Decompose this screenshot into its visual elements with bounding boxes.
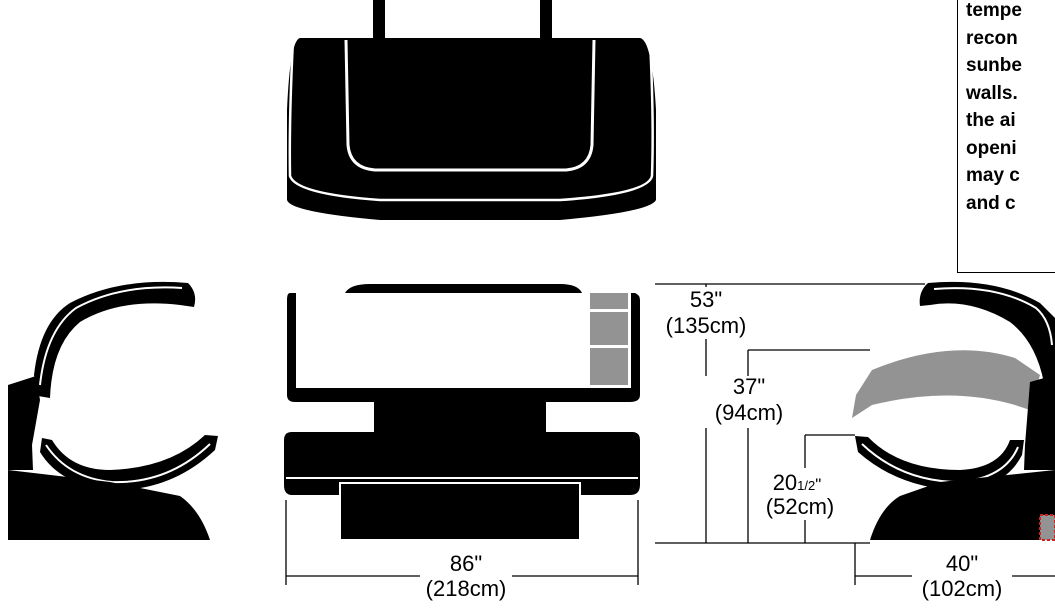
height-open-inches: 37" bbox=[733, 374, 765, 399]
height-open-cm: (94cm) bbox=[715, 400, 783, 425]
depth-cm: (102cm) bbox=[922, 576, 1003, 601]
top-view bbox=[287, 0, 656, 220]
front-view-base bbox=[284, 432, 640, 495]
note-line-7: may c bbox=[966, 165, 1020, 186]
note-line-4: walls. bbox=[966, 82, 1018, 104]
side-view-right-open-canopy bbox=[852, 350, 1040, 418]
height-bed-mark: " bbox=[815, 475, 821, 494]
side-view-left-canopy-edge bbox=[39, 286, 183, 386]
top-view-handle-left bbox=[373, 0, 385, 40]
width-inches: 86" bbox=[450, 551, 482, 576]
front-view-panel-gray-2 bbox=[590, 312, 628, 345]
side-view-right-canopy bbox=[919, 281, 1055, 396]
side-view-right-column bbox=[1024, 375, 1055, 470]
height-bed-whole: 20 bbox=[773, 470, 797, 495]
note-line-2: recon bbox=[966, 27, 1018, 49]
side-view-left-base bbox=[8, 470, 210, 540]
front-view-canopy-panel bbox=[296, 293, 631, 388]
side-view-left-column bbox=[8, 376, 40, 470]
front-view-neck bbox=[374, 402, 546, 432]
side-view-right bbox=[852, 281, 1055, 541]
side-view-right-canopy-edge bbox=[933, 287, 1053, 346]
note-line-8: and c bbox=[966, 192, 1016, 214]
side-view-left-bed-edge bbox=[45, 443, 211, 484]
side-view-right-base bbox=[870, 470, 1055, 540]
front-view-pedestal bbox=[339, 482, 581, 541]
side-view-right-bed bbox=[855, 436, 1024, 490]
note-line-1: tempe bbox=[966, 0, 1022, 21]
height-total-inches: 53" bbox=[690, 287, 722, 312]
dimension-labels: 86" (218cm) 53" (135cm) 37" (94cm) 201/2… bbox=[420, 287, 1012, 608]
front-view-panel-gray-3 bbox=[590, 348, 628, 385]
note-line-5: the ai bbox=[966, 110, 1016, 131]
note-line-6: openi bbox=[966, 137, 1017, 159]
warning-note-box: tempe recon sunbe walls. the ai openi ma… bbox=[957, 0, 1055, 273]
height-total-cm: (135cm) bbox=[666, 313, 747, 338]
front-view-panel-gray-1 bbox=[590, 293, 628, 309]
top-view-handle-right bbox=[540, 0, 552, 40]
depth-inches: 40" bbox=[946, 551, 978, 576]
side-view-left-canopy bbox=[34, 281, 196, 398]
top-view-canopy bbox=[287, 38, 656, 220]
front-view bbox=[284, 284, 640, 541]
front-view-canopy-cap bbox=[345, 284, 582, 293]
height-bed-fraction: 1/2 bbox=[797, 478, 815, 493]
top-view-outline-white bbox=[288, 39, 654, 202]
side-view-right-warning-label bbox=[1039, 514, 1055, 541]
side-view-left bbox=[8, 281, 218, 540]
width-cm: (218cm) bbox=[426, 576, 507, 601]
note-line-3: sunbe bbox=[966, 55, 1022, 76]
height-bed-cm: (52cm) bbox=[766, 494, 834, 519]
top-view-inner-bed bbox=[344, 39, 596, 172]
height-bed-inches: 201/2" bbox=[773, 470, 822, 495]
